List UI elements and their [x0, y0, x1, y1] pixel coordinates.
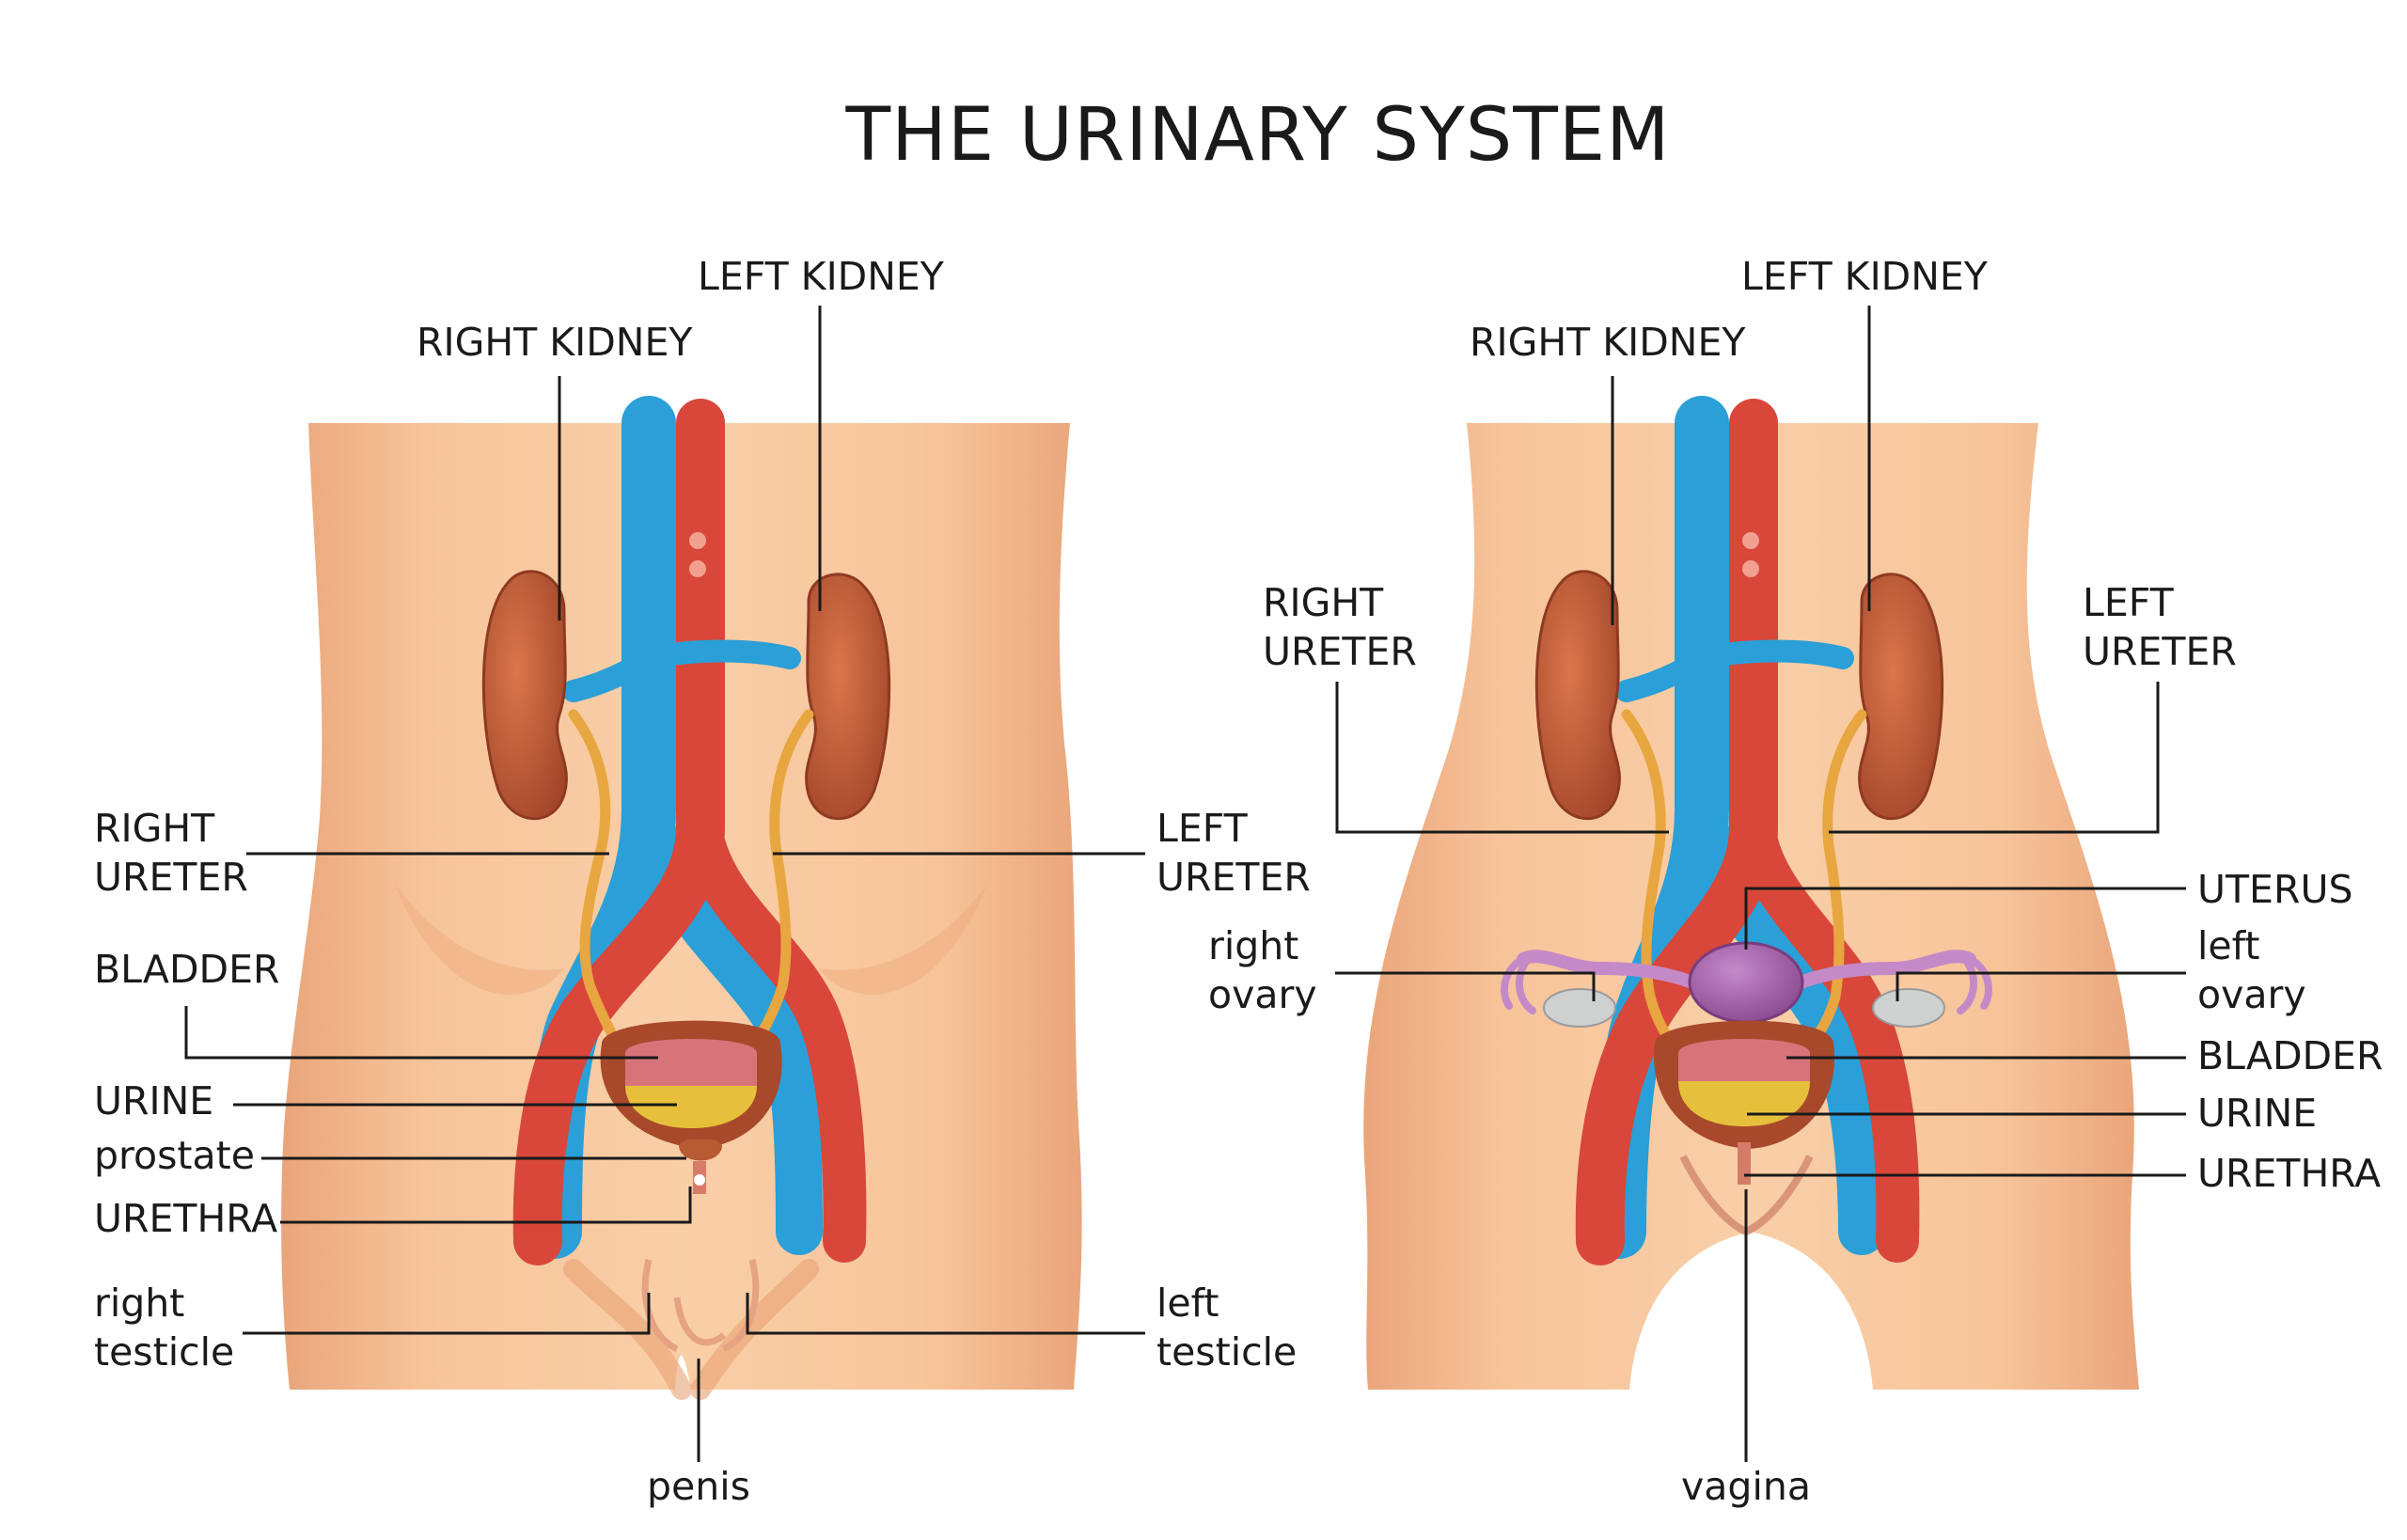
female-right-ureter-label-2: URETER	[1263, 629, 1417, 674]
female-renal-vein-left	[1691, 639, 1854, 669]
male-shadow-right	[818, 884, 987, 995]
male-right-kidney-organ	[481, 570, 568, 821]
male-left-kidney-organ	[805, 573, 891, 821]
female-left-kidney-label: LEFT KIDNEY	[1741, 254, 1989, 299]
leader-line	[746, 1293, 1145, 1335]
female-right-kidney-label: RIGHT KIDNEY	[1470, 320, 1746, 365]
female-urethra-tube	[1738, 1142, 1751, 1185]
female-right-kidney-organ	[1534, 570, 1621, 821]
female-right-ovary-label-2: ovary	[1208, 972, 1317, 1017]
male-right-testicle-label-1: right	[94, 1281, 184, 1326]
leader-line	[243, 1293, 651, 1335]
leader-line	[1829, 682, 2160, 834]
female-left-ovary-organ	[1872, 988, 1945, 1028]
male-urine-fill	[625, 1086, 757, 1128]
female-uterus-organ	[1688, 941, 1804, 1024]
leader-line	[280, 1186, 692, 1224]
female-fallopian-tube-left	[1794, 950, 1976, 989]
leader-line	[1896, 971, 2186, 1001]
female-fallopian-tube-right	[1517, 950, 1699, 989]
male-left-kidney-label: LEFT KIDNEY	[698, 254, 945, 299]
male-right-ureter-label-1: RIGHT	[94, 806, 215, 851]
female-left-ureter-tube	[1804, 709, 1867, 1049]
male-bladder-inner	[625, 1039, 757, 1086]
female-artery-opening	[1742, 560, 1759, 577]
leader-line	[1335, 971, 1596, 1001]
male-aorta	[512, 399, 725, 1265]
female-right-ureter-tube	[1621, 709, 1679, 1049]
female-vagina-label: vagina	[1681, 1464, 1811, 1509]
male-penis-label: penis	[647, 1464, 750, 1509]
female-figure	[1363, 396, 2139, 1390]
female-left-ureter-label-2: URETER	[2083, 629, 2237, 674]
male-figure	[281, 396, 1082, 1400]
male-shadow-left	[395, 884, 564, 995]
male-groin-shade	[563, 1259, 819, 1400]
male-urethra-opening	[694, 1174, 705, 1186]
female-urethra-label: URETHRA	[2197, 1151, 2381, 1196]
female-bladder-inner	[1678, 1039, 1810, 1081]
male-left-testicle-label-2: testicle	[1156, 1329, 1297, 1375]
female-right-ureter-label-1: RIGHT	[1263, 580, 1384, 625]
female-fimbriae-right	[1501, 955, 1536, 1014]
male-urethra-label: URETHRA	[94, 1196, 277, 1241]
male-urine-label: URINE	[94, 1078, 213, 1124]
male-leader-lines	[184, 306, 1145, 1462]
female-aorta	[1575, 399, 1778, 1265]
male-right-ureter-tube	[568, 709, 626, 1054]
female-fimbriae-left	[1957, 955, 1992, 1014]
leader-line	[1744, 887, 2186, 950]
male-right-testicle-label-2: testicle	[94, 1329, 234, 1375]
female-right-ovary-organ	[1543, 988, 1616, 1028]
male-artery-opening	[689, 560, 706, 577]
leader-line	[1335, 682, 1669, 834]
male-artery-opening	[689, 532, 706, 549]
diagram-title: THE URINARY SYSTEM	[845, 93, 1671, 178]
male-prostate-label: prostate	[94, 1133, 255, 1178]
female-uterus-label: UTERUS	[2197, 867, 2352, 912]
male-left-ureter-label-2: URETER	[1156, 855, 1311, 900]
female-left-ureter-label-1: LEFT	[2083, 580, 2175, 625]
male-left-ureter-label-1: LEFT	[1156, 806, 1249, 851]
female-left-ovary-label-2: ovary	[2197, 972, 2306, 1017]
male-prostate-organ	[679, 1139, 722, 1161]
female-right-ovary-label-1: right	[1208, 923, 1298, 968]
female-artery-opening	[1742, 532, 1759, 549]
male-renal-vein-left	[637, 639, 801, 669]
female-left-kidney-organ	[1858, 573, 1944, 821]
male-aorta-branch	[679, 806, 867, 1263]
female-left-ovary-label-1: left	[2197, 923, 2259, 968]
male-right-kidney-label: RIGHT KIDNEY	[417, 320, 693, 365]
male-left-ureter-tube	[747, 709, 814, 1054]
female-urine-label: URINE	[2197, 1091, 2317, 1136]
female-bladder-label: BLADDER	[2197, 1033, 2383, 1078]
male-bladder-label: BLADDER	[94, 947, 280, 992]
male-right-ureter-label-2: URETER	[94, 855, 248, 900]
male-left-testicle-label-1: left	[1156, 1281, 1219, 1326]
leader-line	[184, 1006, 658, 1060]
female-leader-lines	[1335, 306, 2186, 1462]
